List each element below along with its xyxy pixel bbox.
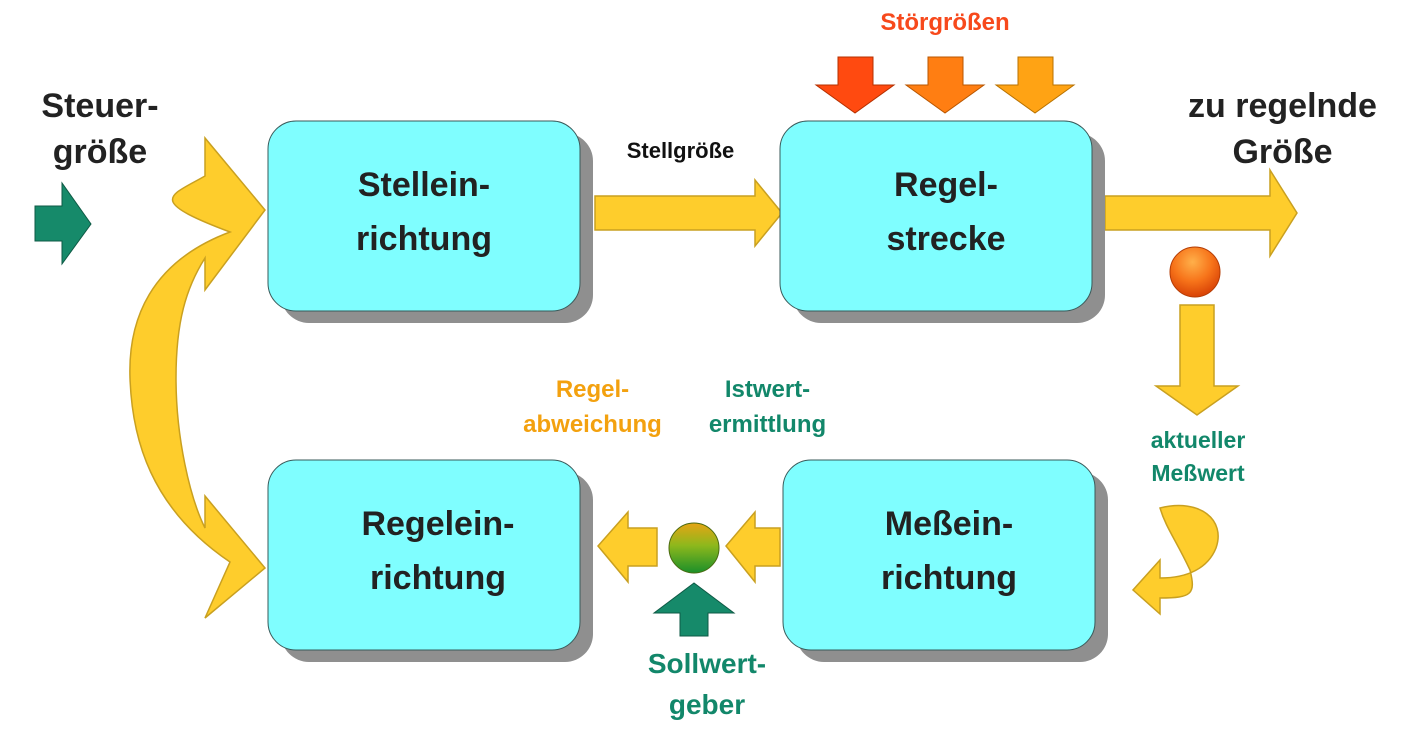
block-stelleinrichtung	[267, 120, 581, 312]
sollwert-arrow	[652, 582, 736, 637]
measurement-point	[1169, 246, 1221, 298]
zu-regelnde-groesse-line-2: Größe	[1232, 132, 1333, 171]
block-label-line-2: richtung	[370, 559, 506, 598]
comparison-point	[668, 522, 720, 574]
block-label-regelstrecke: Regel- strecke	[790, 158, 1102, 267]
block-regeleinrichtung	[267, 459, 581, 651]
sollwertgeber-label: Sollwert- geber	[612, 644, 802, 725]
sollwertgeber-line-2: geber	[668, 688, 746, 720]
steuergroesse-label: Steuer- größe	[10, 84, 190, 176]
block-label-line-2: richtung	[881, 559, 1017, 598]
sollwertgeber-line-1: Sollwert-	[647, 648, 767, 679]
block-label-line-1: Regelein-	[361, 505, 515, 543]
block-regelstrecke	[779, 120, 1093, 312]
stellgroesse-label: Stellgröße	[626, 138, 735, 163]
aktueller-messwert-label: aktueller Meßwert	[1118, 424, 1278, 491]
aktueller-messwert-line-2: Meßwert	[1151, 460, 1245, 487]
block-label-line-2: strecke	[886, 220, 1006, 259]
istwertermittlung-line-2: ermittlung	[708, 410, 827, 438]
zu-regelnde-groesse-label: zu regelnde Größe	[1150, 84, 1415, 176]
measurement-feedback-arrow	[1131, 504, 1219, 616]
steuergroesse-line-2: größe	[52, 132, 148, 171]
stoergroessen-label: Störgrößen	[880, 9, 1010, 36]
aktueller-messwert-line-1: aktueller	[1150, 427, 1246, 453]
regelabweichung-line-1: Regel-	[555, 376, 630, 403]
stellgroesse-arrow	[594, 177, 783, 249]
istwert-arrow	[725, 509, 781, 585]
block-label-line-1: Meßein-	[884, 505, 1014, 543]
regelabweichung-arrow	[597, 510, 658, 585]
zu-regelnde-groesse-line-1: zu regelnde	[1188, 87, 1377, 125]
block-messeinrichtung	[782, 459, 1096, 651]
istwertermittlung-line-1: Istwert-	[724, 376, 811, 403]
measurement-down-arrow	[1153, 304, 1241, 416]
output-arrow	[1104, 167, 1298, 259]
block-label-line-2: richtung	[356, 220, 492, 259]
disturbance-arrow-2	[904, 56, 986, 114]
regelabweichung-line-2: abweichung	[523, 410, 662, 438]
regelabweichung-label: Regel- abweichung	[500, 373, 685, 443]
block-label-regeleinrichtung: Regelein- richtung	[282, 497, 594, 606]
steuergroesse-line-1: Steuer-	[41, 87, 159, 125]
istwertermittlung-label: Istwert- ermittlung	[685, 373, 850, 443]
block-label-messeinrichtung: Meßein- richtung	[793, 497, 1105, 606]
steuergroesse-arrow	[34, 181, 92, 266]
curved-double-arrow	[129, 135, 267, 619]
block-label-line-1: Regel-	[894, 166, 998, 204]
block-label-stelleinrichtung: Stellein- richtung	[268, 158, 580, 267]
disturbance-arrow-1	[814, 56, 896, 114]
block-label-line-1: Stellein-	[357, 166, 491, 204]
disturbance-arrow-3	[994, 56, 1076, 114]
